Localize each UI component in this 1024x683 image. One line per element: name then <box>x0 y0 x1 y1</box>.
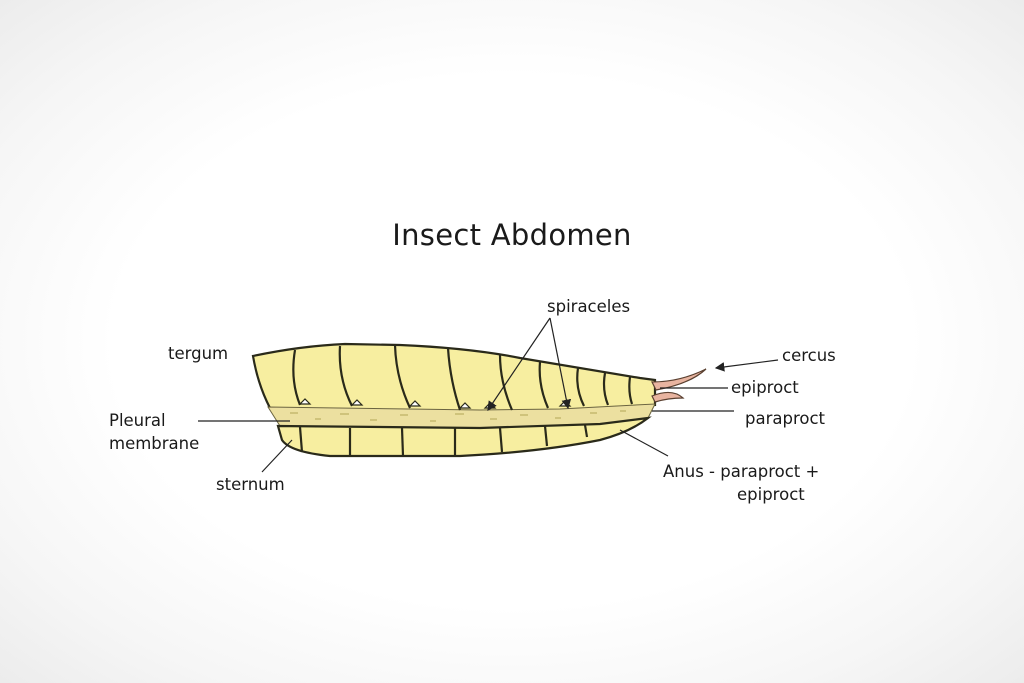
label-epiproct: epiproct <box>731 378 799 397</box>
label-cercus: cercus <box>782 346 836 365</box>
epiproct-shape <box>651 391 685 403</box>
tergum-shape <box>251 342 657 414</box>
label-anus-line1: Anus - paraproct + <box>663 462 820 481</box>
label-anus-line2: epiproct <box>737 485 805 504</box>
label-sternum: sternum <box>216 475 285 494</box>
label-spiraceles: spiraceles <box>547 297 631 316</box>
diagram-title: Insect Abdomen <box>392 218 632 252</box>
label-pleural-membrane-line2: membrane <box>109 434 200 453</box>
label-paraproct: paraproct <box>745 409 826 428</box>
label-tergum: tergum <box>168 344 229 363</box>
cercus-shape <box>651 368 707 391</box>
label-pleural-membrane-line1: Pleural <box>109 411 166 430</box>
